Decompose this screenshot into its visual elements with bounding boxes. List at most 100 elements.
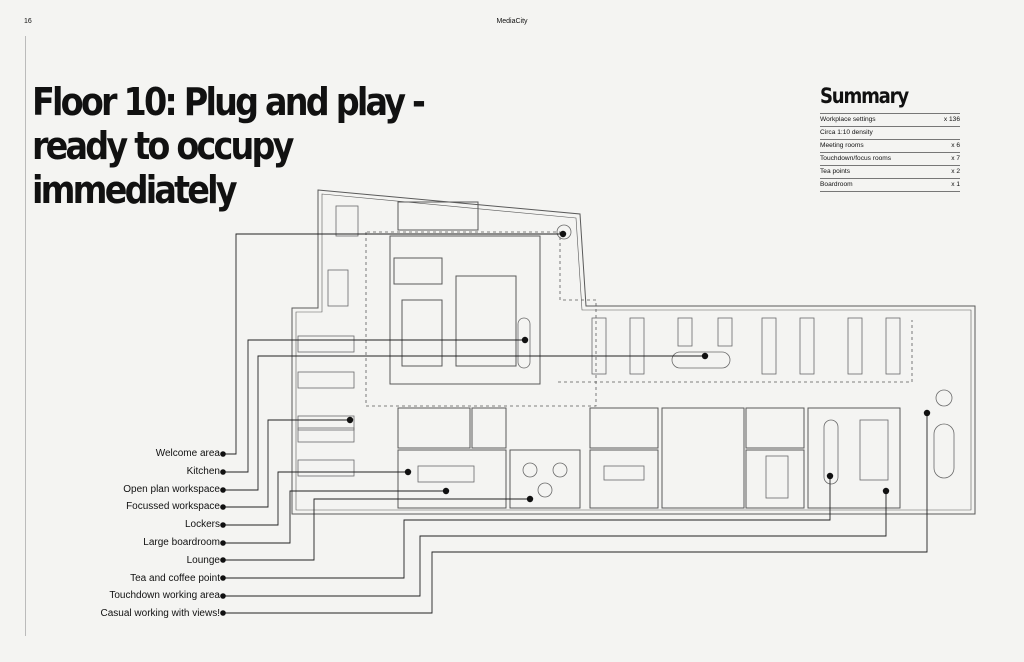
dot-plan-open-plan — [701, 352, 709, 360]
legend-item-open-plan-workspace: Open plan workspace — [123, 483, 220, 495]
meeting-table — [603, 465, 645, 481]
leader-open-plan-workspace — [223, 355, 705, 491]
welcome-table — [327, 269, 349, 307]
summary-row: Touchdown/focus rooms x 7 — [820, 152, 960, 165]
leader-dots — [220, 230, 931, 616]
page-title: Floor 10: Plug and play - ready to occup… — [32, 80, 490, 212]
margin-rule — [25, 36, 26, 636]
plan-walls — [291, 189, 976, 515]
leader-lockers — [223, 471, 408, 526]
summary-row: Meeting rooms x 6 — [820, 139, 960, 152]
meeting-table — [765, 455, 789, 499]
dot-plan-lounge — [526, 495, 534, 503]
dot-plan-boardroom — [442, 487, 450, 495]
leader-casual-working — [223, 413, 928, 614]
dot-legend-touchdown — [220, 593, 226, 599]
desk-bank — [629, 317, 645, 375]
circulation-path-east — [558, 320, 913, 383]
page-number: 16 — [24, 18, 32, 25]
touchdown-room — [807, 407, 901, 509]
desk-bank — [761, 317, 777, 375]
legend-item-lounge: Lounge — [186, 554, 220, 566]
legend: Welcome area Kitchen Open plan workspace… — [101, 448, 221, 626]
boardroom-table — [417, 465, 475, 483]
dot-plan-touchdown — [882, 487, 890, 495]
dot-plan-casual — [923, 409, 931, 417]
lounge-seat — [552, 462, 568, 478]
leader-tea-and-coffee-point — [223, 476, 831, 579]
desk-bank — [297, 427, 355, 443]
boardroom-room — [397, 449, 507, 509]
legend-item-touchdown-working-area: Touchdown working area — [109, 590, 220, 602]
page-title-line-1: Floor 10: Plug and play - — [32, 80, 426, 124]
desk-bank — [591, 317, 607, 375]
legend-item-lockers: Lockers — [184, 519, 220, 531]
leader-large-boardroom — [223, 490, 446, 544]
building-outline — [291, 189, 976, 515]
lounge-seat — [522, 462, 538, 478]
desk-bank — [847, 317, 863, 375]
desk-bank — [885, 317, 901, 375]
leader-touchdown-working-area — [223, 491, 887, 597]
focus-table — [671, 351, 731, 369]
summary-value: x 6 — [951, 142, 960, 149]
meeting-room — [589, 407, 659, 449]
summary-value: x 1 — [951, 181, 960, 188]
meeting-room — [397, 407, 471, 449]
desk-bank — [297, 459, 355, 477]
lounge-seat — [556, 224, 572, 240]
legend-item-kitchen: Kitchen — [186, 465, 220, 477]
desk-bank — [799, 317, 815, 375]
lift-shaft — [393, 257, 443, 285]
dot-legend-casual — [220, 610, 226, 616]
wc-block — [455, 275, 517, 367]
summary-label: Touchdown/focus rooms — [820, 155, 892, 162]
desk-bank — [297, 415, 355, 431]
leader-kitchen — [223, 339, 525, 473]
dot-plan-lockers — [404, 468, 412, 476]
core-block — [389, 235, 541, 385]
circulation-path — [365, 231, 597, 407]
desk-bank — [677, 317, 693, 347]
east-core — [661, 407, 745, 509]
leader-focussed-workspace — [223, 419, 350, 508]
legend-item-casual-working: Casual working with views! — [100, 608, 221, 620]
dot-legend-kitchen — [220, 469, 226, 475]
summary-label: Workplace settings — [820, 116, 876, 123]
legend-item-focussed-workspace: Focussed workspace — [126, 501, 220, 513]
leader-welcome-area — [223, 233, 563, 455]
summary-title: Summary — [820, 84, 909, 108]
risers — [397, 201, 479, 231]
lounge-seat — [935, 389, 953, 407]
legend-item-large-boardroom: Large boardroom — [143, 536, 220, 548]
brand-name: MediaCity — [496, 18, 528, 25]
summary-value: x 136 — [943, 116, 960, 123]
meeting-room — [589, 449, 659, 509]
lounge-seat — [537, 482, 553, 498]
summary-label: Tea points — [820, 168, 851, 175]
stair-core — [401, 299, 443, 367]
summary-label: Meeting rooms — [820, 142, 864, 149]
desk-bank — [297, 371, 355, 389]
tea-point-counter — [823, 419, 839, 485]
kitchen-table — [517, 317, 531, 369]
dot-plan-focussed — [346, 416, 354, 424]
legend-item-welcome-area: Welcome area — [155, 448, 220, 459]
page-title-line-2: ready to occupy immediately — [32, 124, 294, 212]
lounge-room — [509, 449, 581, 509]
summary-row: Workplace settings x 136 — [820, 113, 960, 126]
summary-value: x 7 — [951, 155, 960, 162]
plan-furniture — [297, 205, 955, 499]
casual-table — [933, 423, 955, 479]
building-outline-inner — [295, 193, 972, 511]
desk-bank — [297, 335, 355, 353]
dot-plan-tea — [826, 472, 834, 480]
dot-legend-lockers — [220, 522, 226, 528]
meeting-room — [745, 449, 805, 509]
summary-value: x 2 — [951, 168, 960, 175]
dot-legend-boardroom — [220, 540, 226, 546]
desk-bank — [717, 317, 733, 347]
dot-legend-open-plan — [220, 487, 226, 493]
dot-plan-kitchen — [521, 336, 529, 344]
summary-label: Circa 1:10 density — [820, 129, 873, 136]
